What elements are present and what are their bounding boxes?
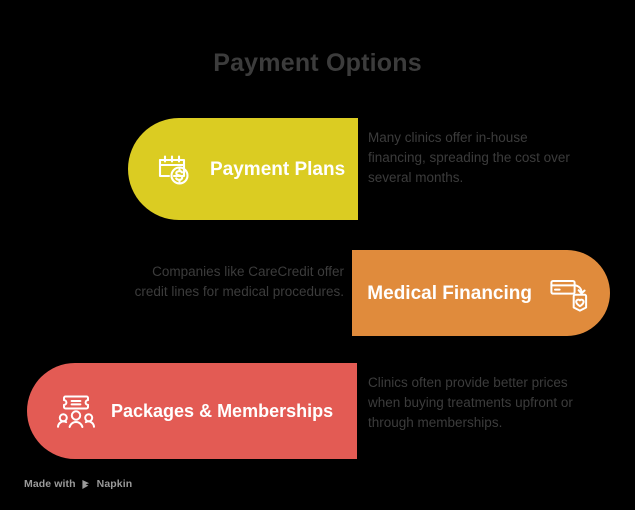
bar-payment-plans[interactable]: Payment Plans — [128, 118, 358, 220]
bar-packages-memberships[interactable]: Packages & Memberships — [27, 363, 357, 459]
description-packages-memberships: Clinics often provide better prices when… — [368, 375, 573, 430]
watermark-prefix: Made with — [24, 478, 76, 490]
page-title: Payment Options — [213, 49, 422, 77]
description-medical-financing: Companies like CareCredit offer credit l… — [134, 264, 344, 299]
calendar-dollar-icon — [154, 148, 196, 190]
napkin-logo-icon — [81, 479, 92, 490]
row-packages-memberships: Packages & Memberships Clinics often pro… — [0, 363, 635, 459]
napkin-watermark[interactable]: Made with Napkin — [24, 478, 132, 490]
row-medical-financing: Companies like CareCredit offer credit l… — [0, 250, 635, 336]
bar-medical-financing[interactable]: Medical Financing — [352, 250, 610, 336]
bar-label-payment-plans: Payment Plans — [210, 158, 346, 180]
ticket-people-icon — [55, 390, 97, 432]
credit-card-heart-tag-icon — [548, 273, 588, 313]
row-payment-plans: Payment Plans Many clinics offer in-hous… — [0, 118, 635, 220]
watermark-brand: Napkin — [96, 478, 133, 490]
bar-label-medical-financing: Medical Financing — [367, 282, 532, 304]
bar-label-packages-memberships: Packages & Memberships — [111, 400, 334, 421]
description-payment-plans: Many clinics offer in-house financing, s… — [368, 130, 570, 185]
